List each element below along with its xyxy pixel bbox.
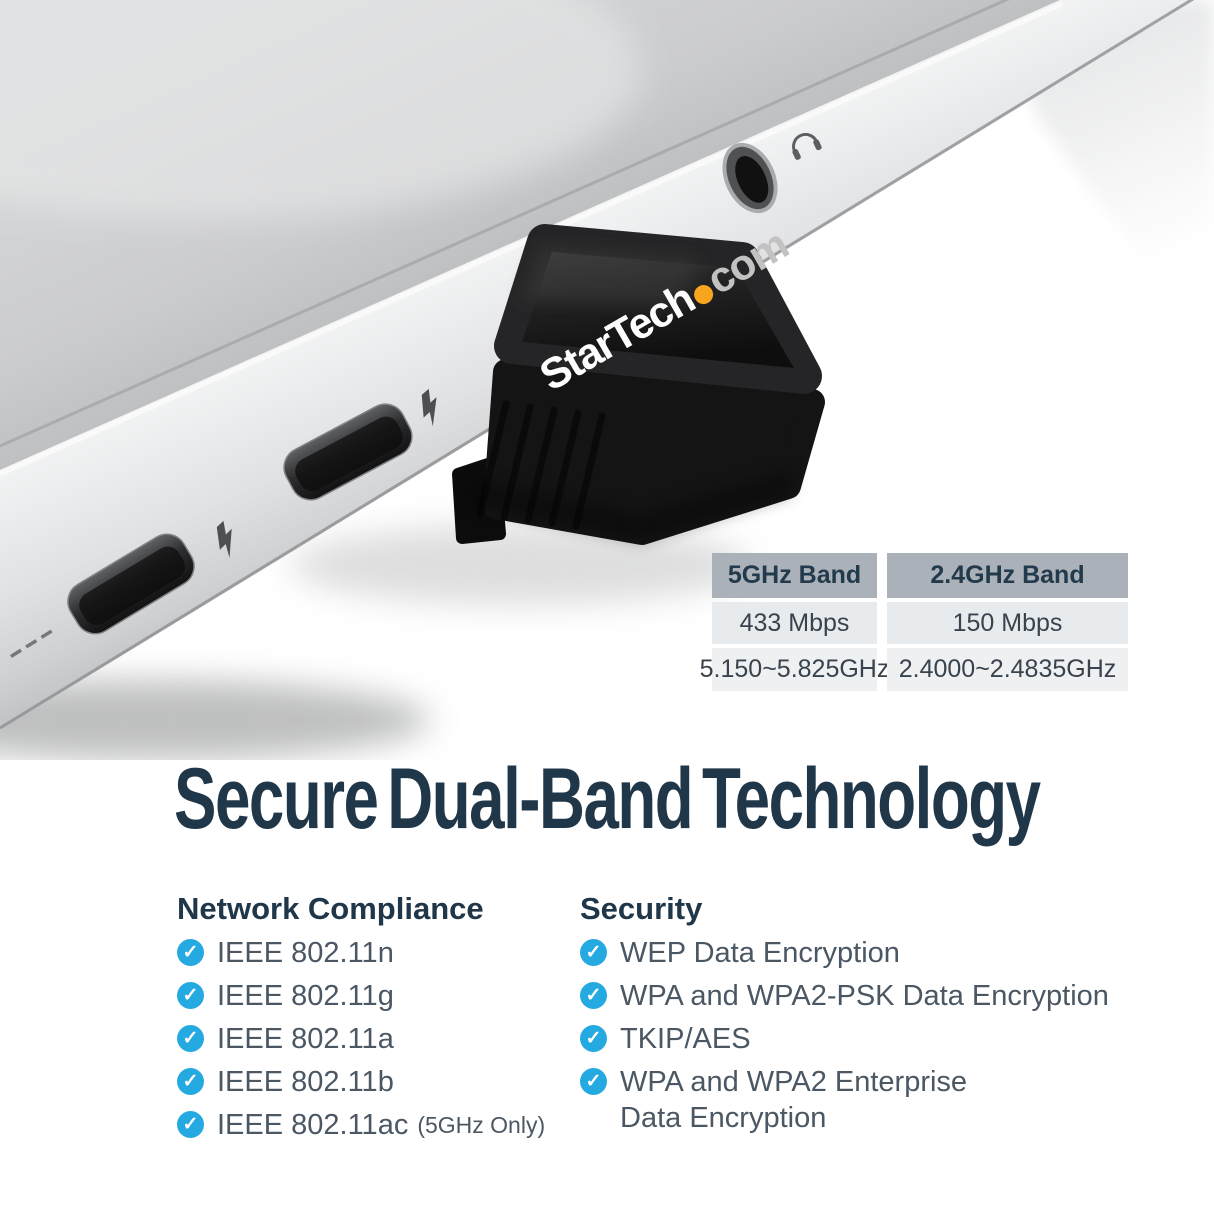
headphone-icon xyxy=(792,132,822,160)
band-spec-table: 5GHz Band 2.4GHz Band 433 Mbps 150 Mbps … xyxy=(700,553,1128,691)
list-item-note: (5GHz Only) xyxy=(417,1112,546,1138)
check-circle-icon: ✓ xyxy=(580,1068,607,1095)
thunderbolt-icon xyxy=(216,520,232,559)
check-circle-icon: ✓ xyxy=(177,1025,204,1052)
check-circle-icon: ✓ xyxy=(177,1111,204,1138)
list-item-label: TKIP/AES xyxy=(620,1023,751,1055)
spec-speed-24ghz: 150 Mbps xyxy=(887,602,1128,644)
check-circle-icon: ✓ xyxy=(177,939,204,966)
usb-wifi-adapter: StarTech com xyxy=(452,221,825,545)
laptop-photo: StarTech com xyxy=(0,0,1214,760)
page-title: Secure Dual-Band Technology xyxy=(174,751,1041,847)
thunderbolt-port xyxy=(67,533,195,635)
list-item: ✓ IEEE 802.11a xyxy=(177,1021,577,1057)
check-circle-icon: ✓ xyxy=(580,939,607,966)
check-circle-icon: ✓ xyxy=(177,982,204,1009)
adapter-grip-ribs xyxy=(476,400,606,530)
spec-header-24ghz: 2.4GHz Band xyxy=(887,553,1128,598)
list-item-label: WEP Data Encryption xyxy=(620,937,900,969)
network-compliance-section: Network Compliance ✓ IEEE 802.11n ✓ IEEE… xyxy=(177,891,577,1150)
spec-speed-5ghz: 433 Mbps xyxy=(712,602,877,644)
security-list: ✓ WEP Data Encryption ✓ WPA and WPA2-PSK… xyxy=(580,935,1140,1136)
thunderbolt-port xyxy=(283,403,413,501)
list-item-label: IEEE 802.11b xyxy=(217,1066,394,1098)
check-circle-icon: ✓ xyxy=(177,1068,204,1095)
security-section: Security ✓ WEP Data Encryption ✓ WPA and… xyxy=(580,891,1140,1143)
thunderbolt-icon xyxy=(421,388,437,427)
list-item: ✓ IEEE 802.11ac (5GHz Only) xyxy=(177,1107,577,1143)
laptop-shadow xyxy=(0,680,430,760)
headline-container: Secure Dual-Band Technology xyxy=(0,756,1214,842)
list-item: ✓ WPA and WPA2-PSK Data Encryption xyxy=(580,978,1140,1014)
spec-header-5ghz: 5GHz Band xyxy=(712,553,877,598)
battery-indicator-dashes xyxy=(10,629,53,658)
list-item-label-line2: Data Encryption xyxy=(620,1102,827,1134)
list-item-label: IEEE 802.11a xyxy=(217,1023,394,1055)
list-item-label: IEEE 802.11ac xyxy=(217,1109,409,1141)
list-item-label: IEEE 802.11g xyxy=(217,980,394,1012)
list-item: ✓ TKIP/AES xyxy=(580,1021,1140,1057)
adapter-shadow xyxy=(290,525,750,605)
adapter-top-sheen xyxy=(520,245,700,305)
adapter-logo-dot xyxy=(694,285,714,305)
list-item: ✓ IEEE 802.11n xyxy=(177,935,577,971)
check-circle-icon: ✓ xyxy=(580,1025,607,1052)
check-circle-icon: ✓ xyxy=(580,982,607,1009)
network-compliance-list: ✓ IEEE 802.11n ✓ IEEE 802.11g ✓ IEEE 802… xyxy=(177,935,577,1143)
list-item-label: IEEE 802.11n xyxy=(217,937,394,969)
spec-frequency-5ghz: 5.150~5.825GHz xyxy=(700,648,889,691)
network-compliance-title: Network Compliance xyxy=(177,891,484,926)
list-item: ✓ WEP Data Encryption xyxy=(580,935,1140,971)
list-item: ✓ IEEE 802.11g xyxy=(177,978,577,1014)
security-title: Security xyxy=(580,891,703,926)
headphone-jack xyxy=(722,142,778,214)
adapter-front-shade xyxy=(470,470,795,542)
spec-frequency-24ghz: 2.4000~2.4835GHz xyxy=(887,648,1128,691)
list-item: ✓ IEEE 802.11b xyxy=(177,1064,577,1100)
list-item-label: WPA and WPA2-PSK Data Encryption xyxy=(620,980,1109,1012)
